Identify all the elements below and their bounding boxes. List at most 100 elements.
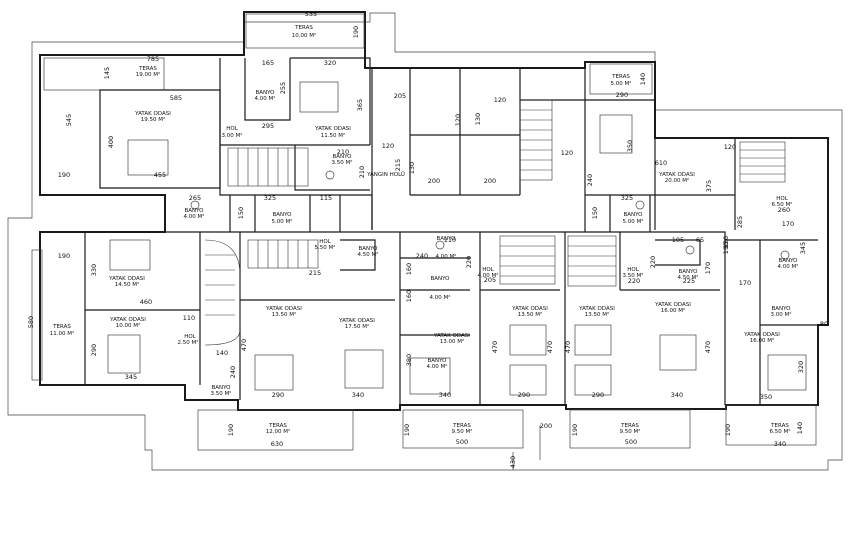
dimension: 290 bbox=[616, 91, 628, 99]
room-name: BANYO bbox=[272, 212, 292, 218]
room-area: 4.50 M² bbox=[678, 274, 699, 281]
dimension: 170 bbox=[704, 262, 712, 274]
room-area: 4.50 M² bbox=[358, 251, 379, 258]
dimension: 205 bbox=[394, 92, 406, 100]
room-name: TERAS bbox=[452, 423, 471, 429]
dimension: 320 bbox=[324, 59, 336, 67]
axis-ticks bbox=[512, 425, 541, 470]
room-name: BANYO bbox=[427, 358, 447, 364]
room-area: 16.00 M² bbox=[750, 337, 774, 344]
dimension: 200 bbox=[540, 422, 552, 430]
dimension: 190 bbox=[722, 242, 730, 254]
dimension: 190 bbox=[724, 424, 732, 436]
room-area: 3.00 M² bbox=[771, 311, 792, 318]
dimension: 190 bbox=[58, 252, 70, 260]
room-name: BANYO bbox=[430, 276, 450, 282]
dimension: 535 bbox=[305, 10, 317, 18]
room-name: TERAS bbox=[620, 423, 639, 429]
dimension: 65 bbox=[696, 236, 704, 244]
dimension: 400 bbox=[107, 136, 115, 148]
room-area: 17.50 M² bbox=[345, 323, 369, 330]
dimension: 240 bbox=[229, 366, 237, 378]
dimension-labels: 535 190 785 145 165 320 585 255 365 205 … bbox=[27, 10, 828, 468]
room-area: 6.50 M² bbox=[770, 428, 791, 435]
room-area: 10.00 M² bbox=[116, 322, 140, 329]
room-name: BANYO bbox=[211, 385, 231, 391]
room-name: HOL bbox=[226, 126, 238, 132]
furniture bbox=[107, 81, 807, 396]
room-name: BANYO bbox=[623, 212, 643, 218]
room-name: HOL bbox=[627, 267, 639, 273]
room-name: BANYO bbox=[184, 208, 204, 214]
room-area: 5.00 M² bbox=[623, 218, 644, 225]
dimension: 610 bbox=[655, 159, 667, 167]
room-area: 11.50 M² bbox=[321, 132, 345, 139]
room-area: 13.50 M² bbox=[272, 311, 296, 318]
room-area: 3.50 M² bbox=[623, 272, 644, 279]
room-name: YATAK ODASI bbox=[658, 172, 695, 178]
dimension: 165 bbox=[262, 59, 274, 67]
dimension: 585 bbox=[170, 94, 182, 102]
room-area: 4.00 M² bbox=[430, 294, 451, 301]
room-area: 3.50 M² bbox=[332, 159, 353, 166]
room-name: BANYO bbox=[778, 258, 798, 264]
room-area: 5.50 M² bbox=[315, 244, 336, 251]
interior-walls bbox=[40, 57, 818, 405]
dimension: 345 bbox=[125, 373, 137, 381]
room-area: 10.00 M² bbox=[292, 32, 316, 39]
dimension: 325 bbox=[264, 194, 276, 202]
dimension: 290 bbox=[518, 391, 530, 399]
stairs bbox=[204, 99, 786, 346]
dimension: 500 bbox=[625, 438, 637, 446]
room-area: 12.00 M² bbox=[266, 428, 290, 435]
dimension: 160 bbox=[405, 290, 413, 302]
room-area: 3.00 M² bbox=[222, 132, 243, 139]
dimension: 110 bbox=[444, 236, 456, 244]
room-area: 2.50 M² bbox=[178, 339, 199, 346]
dimension: 140 bbox=[639, 73, 647, 85]
dimension: 190 bbox=[227, 424, 235, 436]
room-name: TERAS bbox=[138, 66, 157, 72]
dimension: 470 bbox=[564, 341, 572, 353]
room-name: YATAK ODASI bbox=[134, 111, 171, 117]
dimension: 110 bbox=[183, 314, 195, 322]
dimension: 295 bbox=[262, 122, 274, 130]
room-name: YATAK ODASI bbox=[338, 318, 375, 324]
room-area: 11.00 M² bbox=[50, 330, 74, 337]
dimension: 130 bbox=[408, 162, 416, 174]
dimension: 225 bbox=[683, 277, 695, 285]
dimension: 190 bbox=[58, 171, 70, 179]
dimension: 200 bbox=[484, 177, 496, 185]
dimension: 170 bbox=[739, 279, 751, 287]
room-name: HOL bbox=[776, 196, 788, 202]
dimension: 120 bbox=[494, 96, 506, 104]
dimension: 130 bbox=[474, 113, 482, 125]
room-name: YATAK ODASI bbox=[108, 276, 145, 282]
dimension: 365 bbox=[356, 99, 364, 111]
dimension: 580 bbox=[27, 316, 35, 328]
room-area: 3.50 M² bbox=[211, 390, 232, 397]
room-name: YANGIN HOLÜ bbox=[366, 171, 405, 178]
room-area: 5.00 M² bbox=[272, 218, 293, 225]
dimension: 340 bbox=[774, 440, 786, 448]
dimension: 785 bbox=[147, 55, 159, 63]
dimension: 455 bbox=[154, 171, 166, 179]
room-name: HOL bbox=[482, 267, 494, 273]
room-area: 4.00 M² bbox=[778, 263, 799, 270]
dimension: 220 bbox=[649, 256, 657, 268]
room-area: 20.00 M² bbox=[665, 177, 689, 184]
dimension: 265 bbox=[189, 194, 201, 202]
dimension: 470 bbox=[240, 339, 248, 351]
room-name: BANYO bbox=[255, 90, 275, 96]
dimension: 340 bbox=[439, 391, 451, 399]
dimension: 170 bbox=[782, 220, 794, 228]
dimension: 350 bbox=[626, 140, 634, 152]
room-name: BANYO bbox=[771, 306, 791, 312]
dimension: 140 bbox=[216, 349, 228, 357]
dimension: 220 bbox=[628, 277, 640, 285]
dimension: 150 bbox=[591, 207, 599, 219]
dimension: 150 bbox=[237, 207, 245, 219]
room-name: TERAS bbox=[52, 324, 71, 330]
dimension: 320 bbox=[797, 361, 805, 373]
dimension: 120 bbox=[454, 114, 462, 126]
